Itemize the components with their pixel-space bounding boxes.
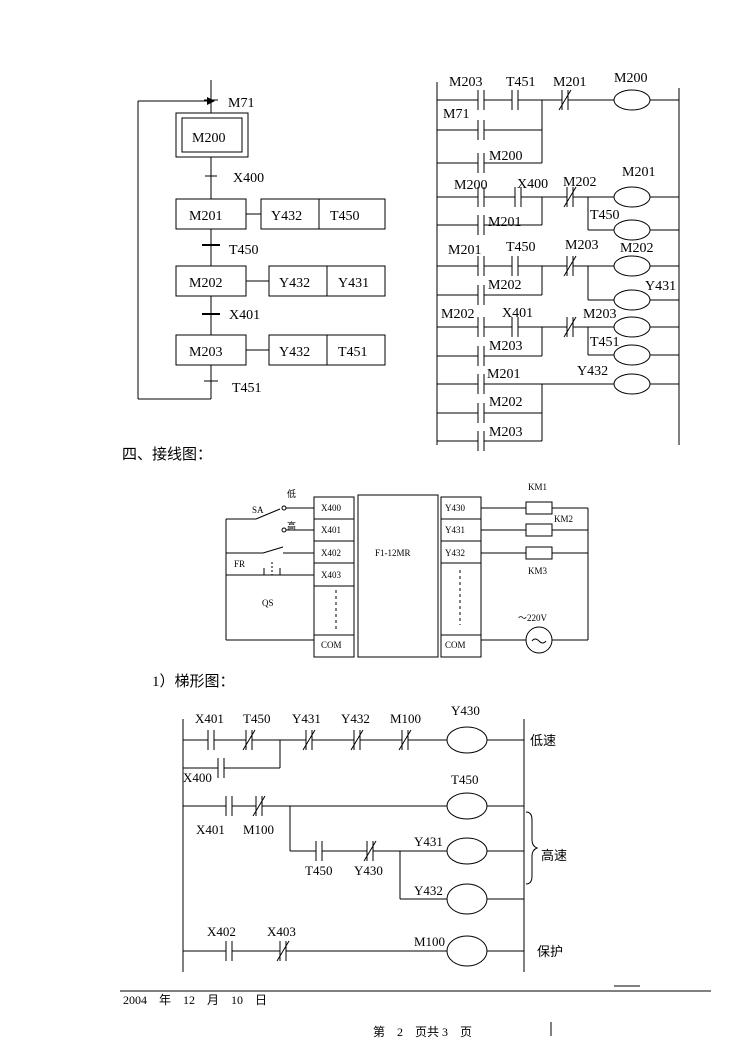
input-x400: X400	[321, 503, 341, 513]
switch-sa-label: SA	[252, 505, 264, 515]
l2-r5-c1: X402	[207, 924, 236, 939]
l2-r2-c1: X401	[196, 822, 225, 837]
l1-r2-c1: M200	[454, 178, 487, 193]
l1-r4-coil2: T451	[590, 335, 620, 350]
low-speed-note: 低速	[530, 733, 556, 748]
l2-r4-coil: Y432	[414, 883, 443, 898]
ladder-diagram-2	[182, 719, 539, 972]
output-y432: Y432	[445, 548, 465, 558]
l2-r2-coil: T450	[451, 772, 478, 787]
sfc-step0-label: M200	[192, 131, 225, 146]
l1-r2-coil1: M201	[622, 165, 655, 180]
l1-r5-coil: Y432	[577, 364, 608, 379]
sfc-initial-label: M71	[228, 96, 254, 111]
l1-r1-c2: T451	[506, 75, 536, 90]
sfc-t3-label: X401	[229, 308, 260, 323]
l1-r1-p1: M71	[443, 107, 469, 122]
l1-r4-c1: M202	[441, 307, 474, 322]
l2-r3-c1: T450	[305, 863, 332, 878]
l2-r1-c3: Y431	[292, 711, 321, 726]
fr-label: FR	[234, 559, 245, 569]
l1-r2-coil2: T450	[590, 208, 620, 223]
protection-note: 保护	[537, 944, 563, 959]
l2-r5-coil: M100	[414, 934, 445, 949]
l1-r5-p1: M202	[489, 395, 522, 410]
l1-r2-c3: M202	[563, 175, 596, 190]
l2-r1-c4: Y432	[341, 711, 370, 726]
l1-r4-p1: M203	[489, 339, 522, 354]
high-speed-note: 高速	[541, 848, 567, 863]
supply-label: ～220V	[518, 613, 548, 623]
l1-r1-coil: M200	[614, 71, 647, 86]
footer-page-number: 第 2 页共 3 页	[373, 1025, 472, 1039]
l1-r3-p1: M202	[488, 278, 521, 293]
subheading: 1）梯形图：	[152, 673, 235, 690]
input-com: COM	[321, 640, 342, 650]
switch-high-label: 高	[287, 520, 296, 531]
sfc-t4-label: T451	[232, 381, 262, 396]
sfc-step3-out2: T451	[338, 345, 368, 360]
l2-r1-c1: X401	[195, 711, 224, 726]
l2-r1-p: X400	[183, 770, 212, 785]
qs-label: QS	[262, 598, 274, 608]
sfc-step1-label: M201	[189, 209, 222, 224]
sfc-step1-out1: Y432	[271, 209, 302, 224]
output-y431: Y431	[445, 525, 465, 535]
ladder-diagram-1	[436, 82, 680, 451]
l1-r5-p2: M203	[489, 425, 522, 440]
input-x403: X403	[321, 570, 341, 580]
section-heading: 四、接线图：	[122, 446, 212, 463]
l1-r2-c2: X400	[517, 177, 548, 192]
km1-label: KM1	[528, 482, 547, 492]
l2-r1-c2: T450	[243, 711, 270, 726]
sfc-step1-out2: T450	[330, 209, 360, 224]
l1-r1-c3: M201	[553, 75, 586, 90]
sfc-step3-out1: Y432	[279, 345, 310, 360]
wiring-diagram	[225, 494, 589, 658]
sfc-step2-out1: Y432	[279, 276, 310, 291]
l1-r3-coil2: Y431	[645, 279, 676, 294]
l1-r3-c1: M201	[448, 243, 481, 258]
input-x402: X402	[321, 548, 341, 558]
sfc-step2-label: M202	[189, 276, 222, 291]
l2-r3-coil: Y431	[414, 834, 443, 849]
output-com: COM	[445, 640, 466, 650]
l2-r5-c2: X403	[267, 924, 296, 939]
output-y430: Y430	[445, 503, 465, 513]
l1-r3-c2: T450	[506, 240, 536, 255]
footer-date: 2004 年 12 月 10 日	[123, 993, 267, 1007]
sfc-step2-out2: Y431	[338, 276, 369, 291]
input-x401: X401	[321, 525, 341, 535]
l1-r4-c2: X401	[502, 306, 533, 321]
sfc-step3-label: M203	[189, 345, 222, 360]
l1-r3-c3: M203	[565, 238, 598, 253]
l1-r1-c1: M203	[449, 75, 482, 90]
sfc-t2-label: T450	[229, 243, 259, 258]
l1-r5-c1: M201	[487, 367, 520, 382]
sfc-t1-label: X400	[233, 171, 264, 186]
l2-r2-c2: M100	[243, 822, 274, 837]
l2-r1-c5: M100	[390, 711, 421, 726]
l2-r3-c2: Y430	[354, 863, 383, 878]
km3-label: KM3	[528, 566, 548, 576]
plc-model: F1-12MR	[375, 548, 411, 558]
km2-label: KM2	[554, 514, 573, 524]
l2-r1-coil: Y430	[451, 703, 480, 718]
l1-r4-c3: M203	[583, 307, 616, 322]
switch-low-label: 低	[287, 488, 296, 499]
l1-r2-p1: M201	[488, 215, 521, 230]
sfc-diagram	[137, 80, 386, 400]
l1-r1-p2: M200	[489, 149, 522, 164]
l1-r3-coil1: M202	[620, 241, 653, 256]
